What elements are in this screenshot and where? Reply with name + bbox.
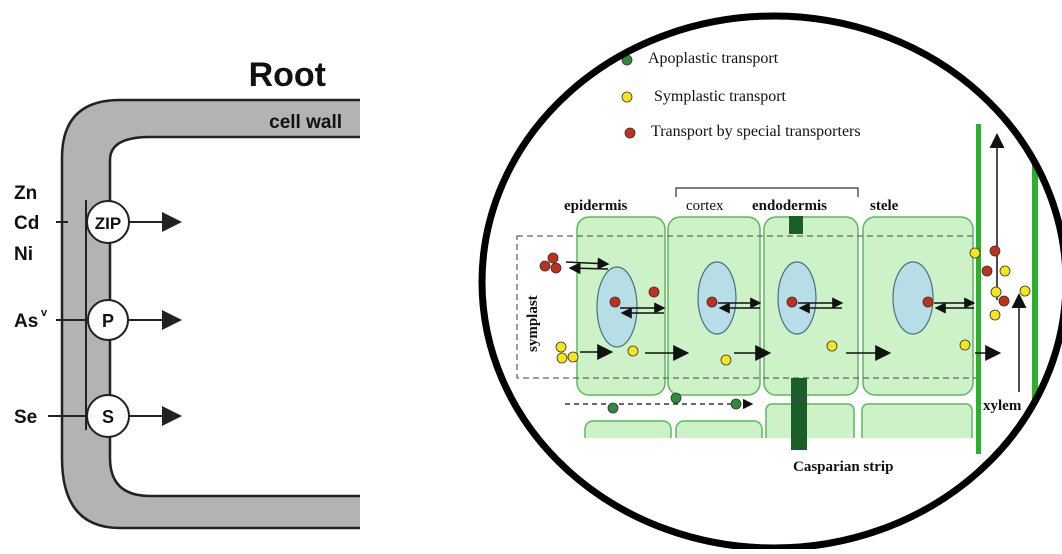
- cell-wall-label: cell wall: [269, 112, 342, 133]
- legend-dot-special: [624, 127, 636, 139]
- yellow-dot: [990, 286, 1002, 298]
- yellow-dot: [999, 265, 1011, 277]
- legend-apoplastic-label: Apoplastic transport: [648, 50, 779, 67]
- red-dot: [786, 296, 798, 308]
- yellow-dot: [989, 309, 1001, 321]
- red-dot: [550, 262, 562, 274]
- special-transport-pathway: [539, 252, 976, 319]
- s-transporter: S Se: [14, 394, 182, 438]
- stele-nucleus: [892, 261, 934, 335]
- root-title: Root: [249, 56, 326, 94]
- xylem-wall-right: [1032, 150, 1038, 460]
- yellow-dot: [627, 345, 639, 357]
- green-dot: [607, 402, 619, 414]
- root-diagram-canvas: Root cell wall ZIP Zn Cd Ni P As v S: [14, 56, 368, 532]
- yellow-dot: [826, 340, 838, 352]
- magnified-view-oval: [478, 12, 1062, 552]
- xylem-label: xylem: [983, 398, 1022, 414]
- ion-as-superscript: v: [41, 307, 48, 319]
- xylem-wall-left: [976, 124, 981, 454]
- yellow-dot: [556, 352, 568, 364]
- root-transport-pathways-diagram: Apoplastic transport Symplastic transpor…: [465, 0, 1062, 552]
- green-dot: [730, 398, 742, 410]
- red-dot: [922, 296, 934, 308]
- s-transporter-label: S: [102, 407, 114, 427]
- red-dot: [989, 245, 1001, 257]
- cortex-label: cortex: [686, 198, 724, 214]
- zip-transporter: ZIP Zn Cd Ni: [14, 183, 182, 265]
- ion-ni: Ni: [14, 244, 33, 265]
- casparian-strip-bottom: [791, 378, 807, 450]
- green-dot: [670, 392, 682, 404]
- zip-transporter-label: ZIP: [95, 214, 121, 233]
- red-dot: [998, 295, 1010, 307]
- yellow-dot: [567, 351, 579, 363]
- red-dot: [981, 265, 993, 277]
- casparian-strip-top: [789, 216, 803, 234]
- ion-zn: Zn: [14, 183, 37, 204]
- epidermis-label: epidermis: [564, 198, 627, 214]
- apoplastic-transport-pathway: [565, 392, 754, 414]
- casparian-strip-label: Casparian strip: [793, 459, 893, 475]
- cell-wall-band: [60, 98, 364, 530]
- endodermis-nucleus: [777, 261, 817, 335]
- ion-as: As: [14, 311, 38, 332]
- red-dot: [648, 286, 660, 298]
- legend-special-label: Transport by special transporters: [651, 123, 861, 140]
- red-dot: [539, 260, 551, 272]
- symplastic-transport-pathway: [555, 339, 1002, 366]
- red-dot: [706, 296, 718, 308]
- stele-label: stele: [870, 198, 899, 214]
- p-transporter: P As v: [14, 299, 182, 341]
- yellow-dot: [555, 341, 567, 353]
- red-dot: [609, 296, 621, 308]
- yellow-dot: [720, 354, 732, 366]
- yellow-dot: [969, 247, 981, 259]
- endodermis-label: endodermis: [752, 198, 827, 214]
- p-transporter-label: P: [102, 311, 114, 331]
- yellow-dot: [959, 339, 971, 351]
- root-transporter-diagram: Root cell wall ZIP Zn Cd Ni P As v S: [0, 0, 380, 549]
- cortex-nucleus: [697, 261, 737, 335]
- legend: Apoplastic transport Symplastic transpor…: [621, 50, 861, 140]
- cortex-bracket: [675, 187, 859, 197]
- pathways-canvas: Apoplastic transport Symplastic transpor…: [478, 12, 1062, 552]
- yellow-dot: [1019, 285, 1031, 297]
- xylem-ions: [969, 245, 1031, 321]
- red-dot: [547, 252, 559, 264]
- symplast-label: symplast: [525, 295, 541, 352]
- ion-cd: Cd: [14, 213, 39, 234]
- legend-dot-symplastic: [621, 91, 633, 103]
- ion-se: Se: [14, 407, 37, 428]
- legend-symplastic-label: Symplastic transport: [654, 88, 787, 105]
